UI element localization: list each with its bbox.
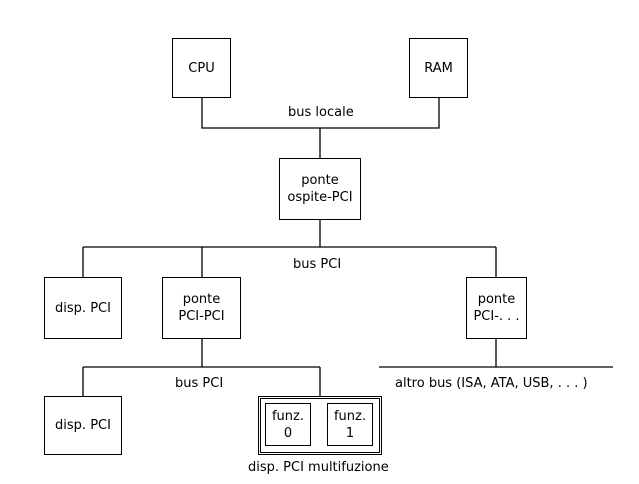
ram-box: RAM xyxy=(409,38,468,98)
cpu-box: CPU xyxy=(172,38,231,98)
pci-device-1-box: disp. PCI xyxy=(44,277,122,339)
function-0-box: funz. 0 xyxy=(265,403,311,446)
pci-device-2-box: disp. PCI xyxy=(44,396,122,455)
pci-bus-main-label: bus PCI xyxy=(293,257,342,272)
other-bus-label: altro bus (ISA, ATA, USB, . . . ) xyxy=(395,376,588,391)
pci-other-bridge-box: ponte PCI-. . . xyxy=(466,277,527,339)
pci-pci-bridge-box: ponte PCI-PCI xyxy=(162,277,241,339)
local-bus-label: bus locale xyxy=(288,105,354,120)
function-1-box: funz. 1 xyxy=(327,403,373,446)
host-pci-bridge-box: ponte ospite-PCI xyxy=(279,158,361,220)
multifunction-device-label: disp. PCI multifuzione xyxy=(248,460,389,475)
pci-bus-secondary-label: bus PCI xyxy=(175,376,224,391)
